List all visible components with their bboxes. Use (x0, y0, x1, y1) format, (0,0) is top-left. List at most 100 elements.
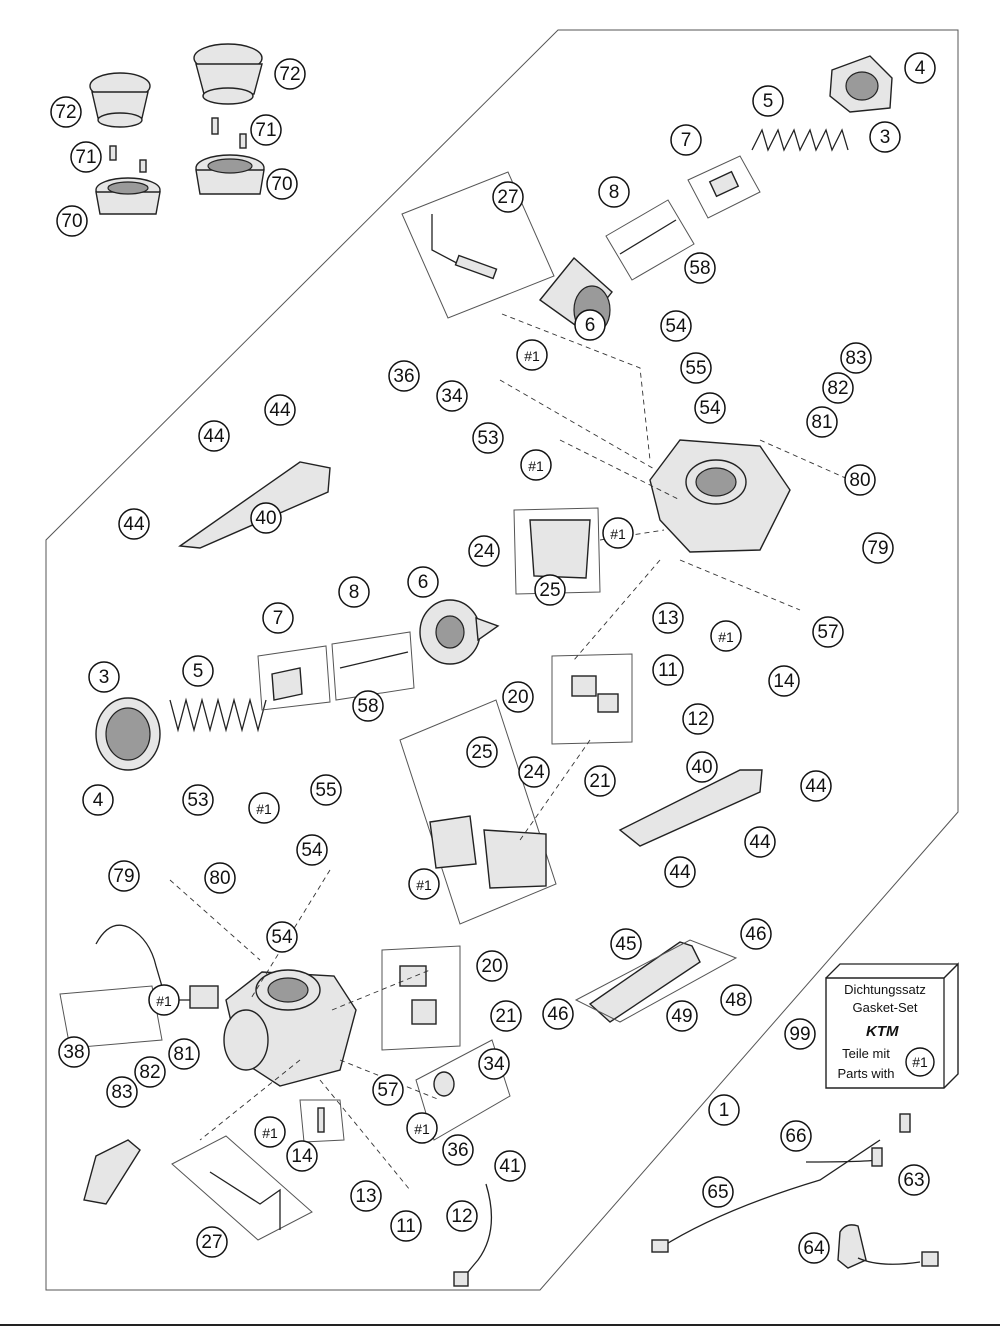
callout-circle (250, 114, 282, 146)
callout-label: 55 (310, 774, 342, 806)
jet-needle (605, 199, 695, 281)
cable-41 (453, 1183, 493, 1287)
callout-label: 46 (740, 918, 772, 950)
callout-number: 4 (915, 58, 926, 79)
callout-number: 12 (687, 709, 708, 730)
callout-label: 24 (518, 756, 550, 788)
callout-number: 13 (657, 608, 678, 629)
callout-number: 58 (689, 258, 710, 279)
callout-label: 38 (58, 1036, 90, 1068)
callout-circle (254, 1116, 286, 1148)
callout-number: 12 (451, 1206, 472, 1227)
callout-label: 54 (660, 310, 692, 342)
callout-number: 83 (111, 1082, 132, 1103)
callout-label: 53 (182, 784, 214, 816)
callout-number: 14 (291, 1146, 313, 1167)
ktm-logo: KTM (866, 1023, 899, 1040)
callout-circle (520, 449, 552, 481)
slide-valve-mid (419, 599, 500, 665)
callout-label: #1 (408, 868, 440, 900)
callout-label: 4 (904, 52, 936, 84)
callout-circle (844, 464, 876, 496)
callout-label: 55 (680, 352, 712, 384)
callout-circle (610, 928, 642, 960)
funnel-base-right (195, 154, 265, 195)
callout-circle (666, 1000, 698, 1032)
screw-icon (211, 117, 219, 135)
callout-label: 44 (198, 420, 230, 452)
jet-needle-mid (331, 631, 415, 701)
callout-number: #1 (528, 458, 544, 474)
callout-number: 44 (123, 514, 145, 535)
callout-circle (168, 1038, 200, 1070)
throttle-lever-upper (178, 461, 331, 549)
callout-circle (720, 984, 752, 1016)
needle-holder-mid (257, 645, 331, 711)
gasket-badge-label: #1 (912, 1054, 928, 1070)
callout-label: 5 (182, 655, 214, 687)
carburetor-top-cover (829, 55, 893, 113)
callout-label: 34 (436, 380, 468, 412)
callout-label: 3 (869, 121, 901, 153)
callout-circle (768, 665, 800, 697)
callout-number: 6 (585, 315, 596, 336)
callout-label: 80 (844, 464, 876, 496)
callout-circle (710, 620, 742, 652)
callout-circle (686, 751, 718, 783)
callout-number: 71 (255, 120, 276, 141)
callout-number: 3 (99, 667, 110, 688)
callout-circle (390, 1210, 422, 1242)
callout-circle (264, 394, 296, 426)
callout-number: 58 (357, 696, 378, 717)
callout-number: 57 (817, 622, 838, 643)
callout-circle (898, 1164, 930, 1196)
funnel-base-left (95, 177, 161, 215)
screw-icon (139, 159, 147, 173)
callout-number: 41 (499, 1156, 520, 1177)
callout-circle (388, 360, 420, 392)
needle-holder (687, 155, 761, 219)
gasket-badge-circle (905, 1047, 935, 1077)
callout-circle (904, 52, 936, 84)
callout-circle (468, 535, 500, 567)
callout-circle (82, 784, 114, 816)
callout-circle (198, 420, 230, 452)
callout-label: 6 (407, 566, 439, 598)
callout-number: 5 (763, 91, 774, 112)
callout-number: 81 (811, 412, 832, 433)
callout-circle (780, 1120, 812, 1152)
callout-circle (338, 576, 370, 608)
callout-circle (407, 566, 439, 598)
callout-label: 14 (286, 1140, 318, 1172)
callout-circle (134, 1056, 166, 1088)
callout-circle (372, 1074, 404, 1106)
callout-label: 57 (372, 1074, 404, 1106)
callout-number: 20 (507, 687, 528, 708)
callout-circle (752, 85, 784, 117)
callout-label: 48 (720, 984, 752, 1016)
callout-label: 66 (780, 1120, 812, 1152)
callout-circle (196, 1226, 228, 1258)
callout-number: 7 (681, 130, 692, 151)
assembly-frame (45, 29, 959, 1291)
callout-circle (106, 1076, 138, 1108)
gasket-set-line3: Teile mit (842, 1046, 890, 1061)
callout-circle (812, 616, 844, 648)
callout-label: 40 (686, 751, 718, 783)
callout-number: 24 (523, 762, 545, 783)
callout-number: 70 (61, 211, 82, 232)
callout-label: 70 (266, 168, 298, 200)
callout-label: 57 (812, 616, 844, 648)
callout-circle (266, 168, 298, 200)
callout-label: 36 (442, 1134, 474, 1166)
callout-circle (56, 205, 88, 237)
callout-circle (664, 856, 696, 888)
callout-label: 21 (490, 1000, 522, 1032)
callout-circle (148, 984, 180, 1016)
carburetor-cover-3-mid (95, 697, 161, 771)
callout-number: 44 (669, 862, 691, 883)
callout-number: 54 (271, 927, 293, 948)
callout-number: 40 (255, 508, 276, 529)
carburetor-body-upper (649, 439, 791, 553)
